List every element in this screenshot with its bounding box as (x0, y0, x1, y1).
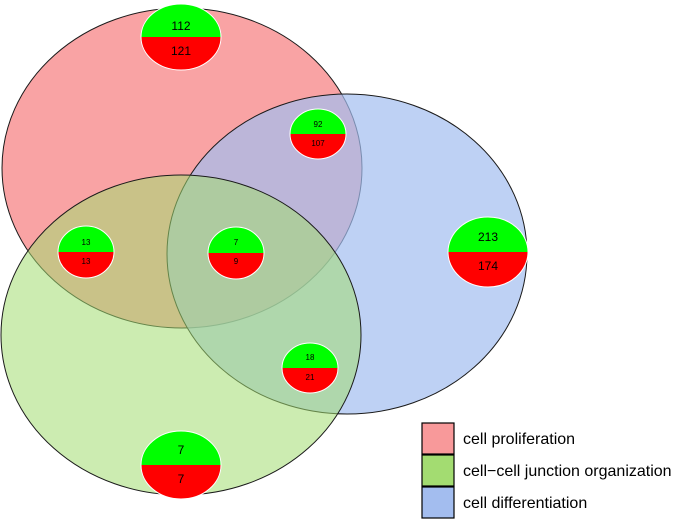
region-up-count: 213 (478, 230, 498, 244)
legend-item-cell-differentiation: cell differentiation (421, 486, 587, 519)
region-down-count: 174 (478, 259, 498, 273)
legend-swatch (421, 422, 455, 455)
legend-label: cell−cell junction organization (463, 463, 672, 480)
legend-item-cell-cell-junction-organization: cell−cell junction organization (421, 454, 672, 487)
region-up-count: 13 (82, 238, 91, 247)
region-down-count: 21 (306, 373, 315, 382)
region-down-count: 7 (178, 472, 185, 486)
legend-swatch (421, 454, 455, 487)
legend-label: cell proliferation (463, 431, 575, 448)
region-down-count: 121 (171, 44, 191, 58)
legend: cell proliferation cell−cell junction or… (421, 422, 672, 519)
region-up-count: 7 (234, 238, 239, 247)
region-pie-proliferation-differentiation: 92 107 (289, 108, 347, 160)
region-up-count: 92 (314, 120, 323, 129)
region-up-count: 18 (306, 353, 315, 362)
region-pie-differentiation-only: 213 174 (447, 216, 529, 288)
region-pie-junction-differentiation: 18 21 (281, 342, 339, 394)
region-pie-all-three: 7 9 (207, 226, 265, 280)
region-down-count: 9 (234, 257, 239, 266)
region-pie-junction-only: 7 7 (140, 430, 222, 500)
region-up-count: 7 (178, 443, 185, 457)
legend-label: cell differentiation (463, 495, 587, 512)
legend-swatch (421, 486, 455, 519)
region-up-count: 112 (171, 19, 190, 33)
region-pie-proliferation-junction: 13 13 (57, 225, 115, 279)
region-down-count: 13 (82, 257, 91, 266)
legend-item-cell-proliferation: cell proliferation (421, 422, 575, 455)
region-down-count: 107 (311, 139, 325, 148)
region-pie-proliferation-only: 112 121 (140, 3, 222, 71)
